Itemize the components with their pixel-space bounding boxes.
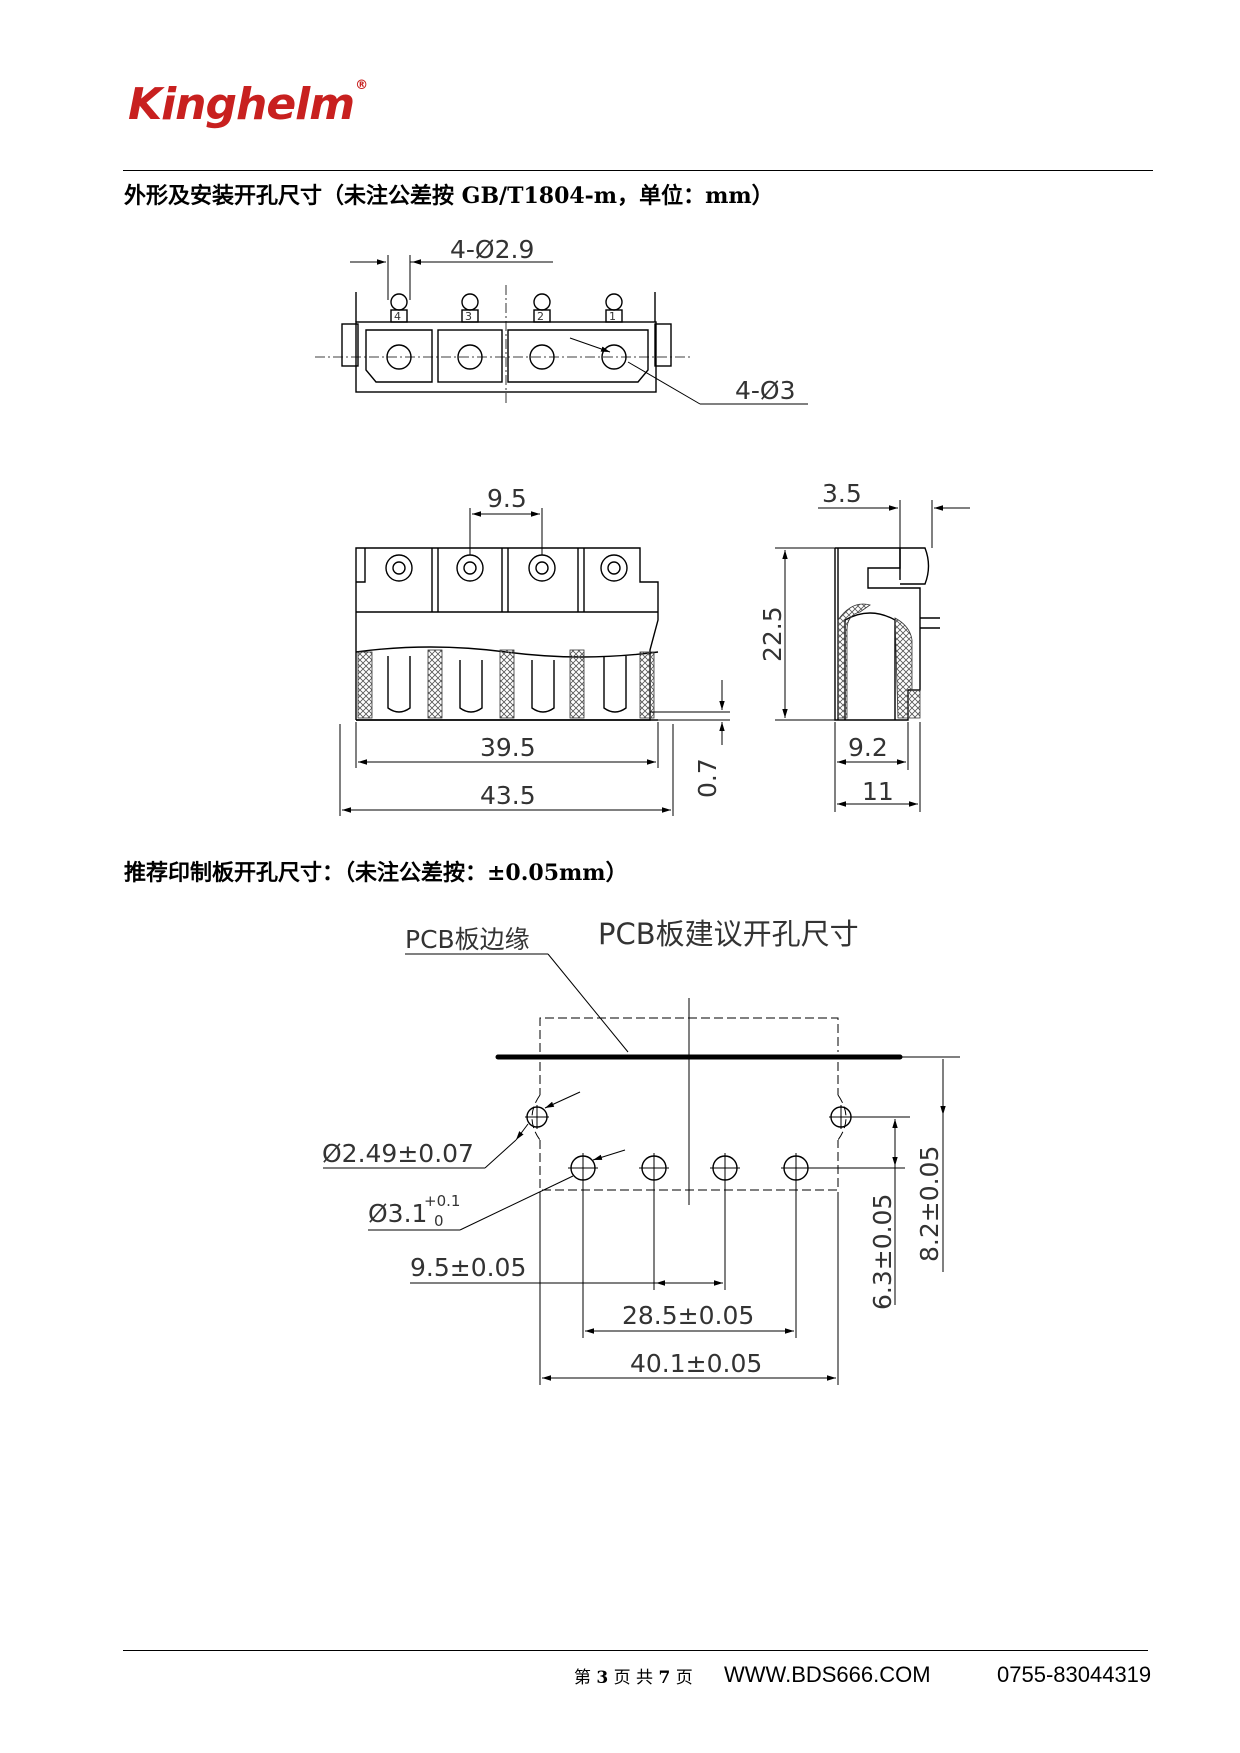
footer-divider <box>123 1650 1148 1651</box>
dim-front-pitch: 9.5 <box>487 484 527 513</box>
pcb-span-total: 40.1±0.05 <box>630 1349 762 1378</box>
pin-number-labels: 4 3 2 1 <box>394 310 616 323</box>
dim-side-base-b: 11 <box>862 777 894 806</box>
dim-width-outer: 43.5 <box>480 781 536 810</box>
pcb-hole-b-tol-lower: 0 <box>434 1212 444 1230</box>
pcb-hole-b: Ø3.1 <box>368 1199 427 1228</box>
footer-phone: 0755-83044319 <box>997 1662 1152 1687</box>
pin-number-2: 2 <box>537 310 544 323</box>
outline-section-title: 外形及安装开孔尺寸（未注公差按 GB/T1804-m，单位：mm） <box>124 183 774 209</box>
pcb-edge-label: PCB板边缘 <box>405 925 530 954</box>
kinghelm-logo: Kinghelm® <box>128 78 368 130</box>
top-view <box>341 292 672 393</box>
pcb-vert-b: 8.2±0.05 <box>915 1146 944 1262</box>
pcb-span-pins: 28.5±0.05 <box>622 1301 754 1330</box>
pcb-recommended-title: PCB板建议开孔尺寸 <box>598 917 859 951</box>
dim-width-inner: 39.5 <box>480 733 536 762</box>
header-divider <box>123 170 1153 171</box>
page-total: 7 <box>658 1668 671 1688</box>
pcb-hole-b-tol-upper: +0.1 <box>424 1192 460 1210</box>
side-view <box>834 547 940 721</box>
page-suffix: 页 <box>675 1668 693 1688</box>
pin-number-1: 1 <box>609 310 616 323</box>
pcb-vert-a: 6.3±0.05 <box>868 1194 897 1310</box>
pcb-pitch: 9.5±0.05 <box>410 1253 526 1282</box>
pin-number-4: 4 <box>394 310 401 323</box>
dim-offset: 0.7 <box>693 758 722 798</box>
dim-hole-large: 4-Ø3 <box>735 376 796 405</box>
pcb-layout: PCB板边缘 PCB板建议开孔尺寸 <box>322 917 960 1385</box>
page-mid: 页 共 <box>613 1668 654 1688</box>
page-number: 3 <box>596 1668 609 1688</box>
footer-website: WWW.BDS666.COM <box>724 1662 931 1687</box>
pin-number-3: 3 <box>465 310 472 323</box>
dim-side-base-a: 9.2 <box>848 733 888 762</box>
page-indicator: 第 3 页 共 7 页 <box>574 1663 693 1688</box>
registered-mark: ® <box>355 78 368 93</box>
dim-side-depth: 3.5 <box>822 479 862 508</box>
logo-text: Kinghelm <box>128 79 355 130</box>
pcb-hole-a: Ø2.49±0.07 <box>322 1139 474 1168</box>
page-prefix: 第 <box>574 1668 591 1688</box>
dim-side-height: 22.5 <box>758 606 787 662</box>
pcb-section-title: 推荐印制板开孔尺寸：（未注公差按：±0.05mm） <box>124 860 628 886</box>
dim-hole-small: 4-Ø2.9 <box>450 235 534 264</box>
